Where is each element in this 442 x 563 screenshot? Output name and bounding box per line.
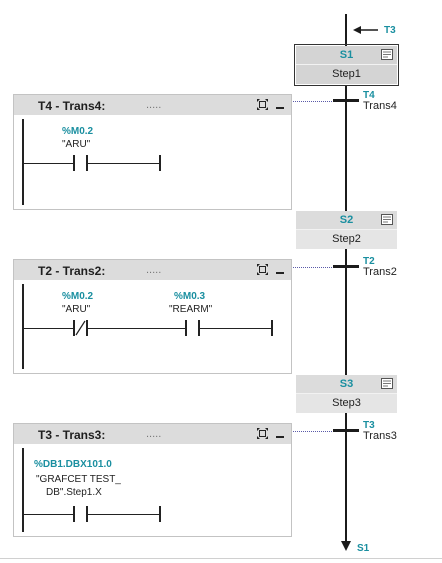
note-icon[interactable] [381,49,393,60]
transition-panel-t3[interactable]: T3 - Trans3: ..... %DB1.DBX101.0 "GRAFCE… [13,423,292,537]
transition-link-t4 [291,101,332,102]
transition-link-t3 [291,431,332,432]
transition-bar-t2[interactable] [333,265,359,268]
panel-header[interactable]: T2 - Trans2: ..... [14,260,291,280]
minimize-icon[interactable] [276,272,284,274]
contact-no[interactable] [198,320,200,336]
contact-no[interactable] [73,506,75,522]
panel-comment[interactable]: ..... [146,99,162,111]
rung-wire [24,163,73,164]
panel-header[interactable]: T4 - Trans4: ..... [14,95,291,115]
note-icon[interactable] [381,214,393,225]
rung-wire [88,163,160,164]
rung-wire [24,328,73,329]
contact-symbol: DB".Step1.X [46,487,102,498]
contact-nc[interactable] [86,320,88,336]
contact-no[interactable] [185,320,187,336]
step-s3[interactable]: S3 Step3 [296,375,397,413]
rung-wire [200,328,272,329]
contact-address: %DB1.DBX101.0 [34,459,112,470]
contact-address: %M0.3 [174,291,206,302]
panel-title: T2 - Trans2: [38,264,106,278]
rung-wire [88,514,160,515]
contact-symbol: "ARU" [62,139,91,150]
panel-comment[interactable]: ..... [146,428,162,440]
transition-panel-t4[interactable]: T4 - Trans4: ..... %M0.2 "ARU" [13,94,292,210]
transition-label-t3[interactable]: T3 Trans3 [363,420,397,442]
transition-link-t2 [291,267,332,268]
step-s2[interactable]: S2 Step2 [296,211,397,249]
power-rail [22,284,24,369]
bottom-border [0,558,442,559]
panel-title: T3 - Trans3: [38,428,106,442]
sequence-line [345,249,347,376]
contact-symbol: "GRAFCET TEST_ [36,474,121,485]
transition-label-t2[interactable]: T2 Trans2 [363,256,397,278]
contact-address: %M0.2 [62,291,94,302]
rung-wire [24,514,73,515]
step-name: Step3 [332,397,361,409]
step-s1[interactable]: S1 Step1 [294,44,399,86]
sequence-line [345,86,347,214]
sequence-line-top [345,14,347,46]
contact-symbol: "ARU" [62,304,91,315]
end-step-ref[interactable]: S1 [357,543,370,554]
rung-end [159,506,161,522]
transition-bar-t3[interactable] [333,429,359,432]
sequence-line-bottom [345,413,347,544]
contact-no[interactable] [86,155,88,171]
contact-nc[interactable] [73,320,75,336]
contact-symbol: "REARM" [169,304,213,315]
expand-icon[interactable] [257,264,268,275]
step-number: S1 [339,49,354,61]
rung-end [271,320,273,336]
panel-title: T4 - Trans4: [38,99,106,113]
rung-wire [88,328,185,329]
power-rail [22,448,24,532]
arrow-icon [341,541,351,551]
minimize-icon[interactable] [276,107,284,109]
transition-bar-t4[interactable] [333,99,359,102]
step-name: Step1 [332,68,361,80]
top-transition-ref[interactable]: T3 [384,25,396,36]
minimize-icon[interactable] [276,436,284,438]
power-rail [22,119,24,205]
expand-icon[interactable] [257,99,268,110]
expand-icon[interactable] [257,428,268,439]
note-icon[interactable] [381,378,393,389]
panel-comment[interactable]: ..... [146,264,162,276]
contact-no[interactable] [73,155,75,171]
step-number: S3 [339,378,354,390]
contact-address: %M0.2 [62,126,94,137]
transition-label-t4[interactable]: T4 Trans4 [363,90,397,112]
step-number: S2 [339,214,354,226]
rung-end [159,155,161,171]
panel-header[interactable]: T3 - Trans3: ..... [14,424,291,444]
contact-no[interactable] [86,506,88,522]
contact-nc-slash [75,320,86,336]
arrow-icon [353,26,378,34]
transition-panel-t2[interactable]: T2 - Trans2: ..... %M0.2 "ARU" %M0.3 "RE… [13,259,292,374]
step-name: Step2 [332,233,361,245]
